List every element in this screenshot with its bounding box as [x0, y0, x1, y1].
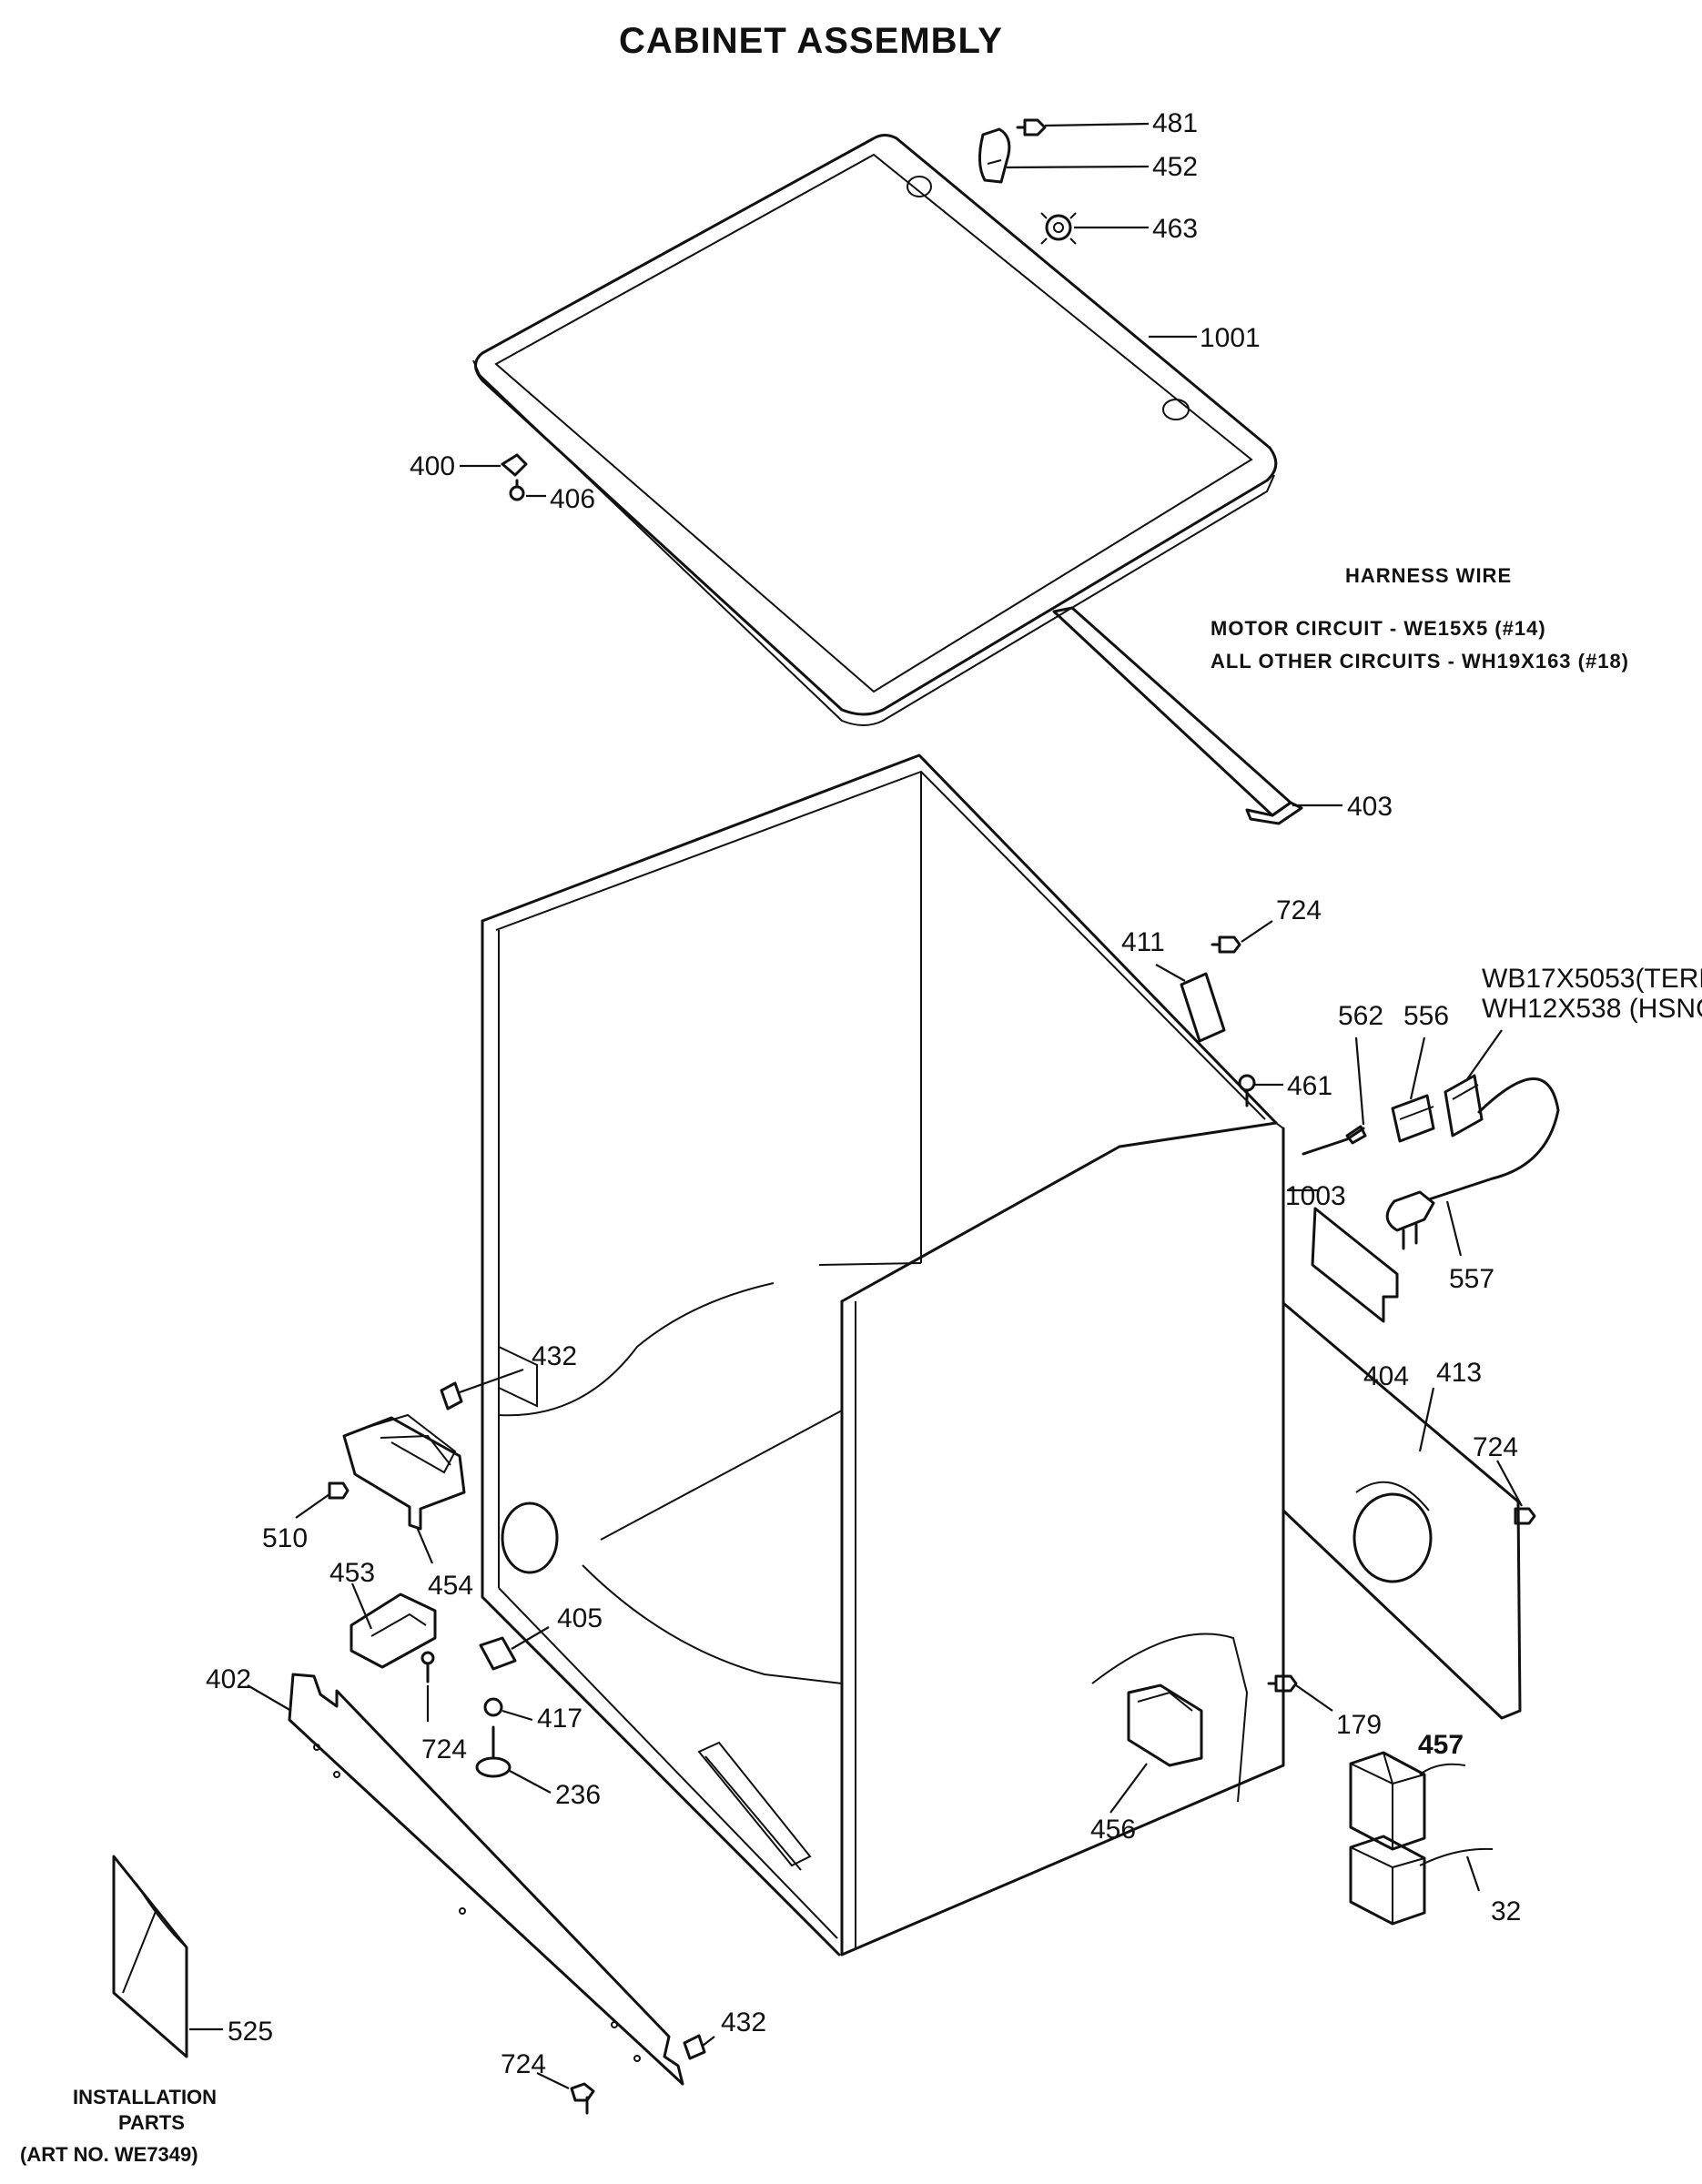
callout-556: 556 — [1403, 1001, 1449, 1031]
top-lid — [472, 134, 1278, 726]
callout-411: 411 — [1121, 927, 1165, 957]
callout-236: 236 — [555, 1780, 601, 1810]
callout-525: 525 — [228, 2017, 273, 2047]
part-510-screw — [328, 1481, 350, 1500]
part-557-power-cord — [1385, 1077, 1560, 1250]
callout-461: 461 — [1287, 1071, 1332, 1101]
leader-lines — [189, 122, 1523, 2089]
callout-32: 32 — [1491, 1896, 1521, 1926]
part-481-screw — [1016, 118, 1047, 136]
callout-457: 457 — [1418, 1730, 1464, 1760]
callout-432-left: 432 — [532, 1341, 577, 1371]
part-411-plate — [1180, 972, 1226, 1043]
callout-510: 510 — [262, 1523, 308, 1553]
callout-405: 405 — [557, 1603, 603, 1633]
installation-art-number: (ART NO. WE7349) — [20, 2143, 198, 2166]
callout-403: 403 — [1347, 792, 1393, 822]
part-terminal-housing — [1444, 1074, 1484, 1138]
diagram-title: CABINET ASSEMBLY — [619, 21, 1003, 61]
part-417-nut — [483, 1697, 503, 1717]
part-463-nut — [1040, 212, 1077, 245]
callout-724-left: 724 — [421, 1734, 467, 1764]
part-461-screw — [1238, 1074, 1256, 1107]
part-453-hinge — [350, 1592, 437, 1669]
callout-400: 400 — [410, 451, 455, 481]
part-456-bracket — [1091, 1633, 1249, 1803]
installation-parts-label: PARTS — [118, 2111, 185, 2134]
part-562-connector — [1302, 1125, 1367, 1156]
callout-463: 463 — [1152, 214, 1198, 244]
callout-724-bottom: 724 — [501, 2049, 546, 2079]
callout-562: 562 — [1338, 1001, 1383, 1031]
part-724-screw-left — [420, 1651, 435, 1684]
harness-wire-heading: HARNESS WIRE — [1345, 564, 1512, 587]
part-432-clip-bottom — [683, 2034, 706, 2060]
part-724-screw-bottom — [570, 2082, 595, 2115]
callout-453: 453 — [329, 1558, 375, 1588]
callout-724-right: 724 — [1473, 1432, 1518, 1462]
part-400-clip — [501, 453, 528, 477]
callout-1003: 1003 — [1285, 1181, 1346, 1211]
callout-179: 179 — [1336, 1710, 1382, 1740]
part-413-back-panel — [1282, 1301, 1522, 1720]
harness-motor-circuit: MOTOR CIRCUIT - WE15X5 (#14) — [1211, 617, 1546, 640]
installation-label: INSTALLATION — [73, 2086, 217, 2108]
callout-557: 557 — [1449, 1264, 1494, 1294]
part-404-plate — [1311, 1207, 1399, 1323]
part-236-leg — [475, 1725, 512, 1778]
callout-406: 406 — [550, 484, 595, 514]
callout-413: 413 — [1436, 1358, 1482, 1388]
part-452-bracket — [978, 127, 1011, 184]
terminal-part-number: WB17X5053(TERM) — [1482, 964, 1702, 994]
part-457-block — [1349, 1751, 1466, 1851]
part-403-harness-strip — [1052, 606, 1303, 825]
callout-404: 404 — [1363, 1361, 1409, 1391]
callout-417: 417 — [537, 1704, 583, 1734]
harness-other-circuits: ALL OTHER CIRCUITS - WH19X163 (#18) — [1211, 650, 1629, 672]
callout-454: 454 — [428, 1571, 473, 1601]
part-525-envelope — [112, 1855, 188, 2058]
part-432-clip-left — [440, 1381, 463, 1410]
callout-1001: 1001 — [1200, 323, 1261, 353]
part-724-screw-right — [1514, 1507, 1536, 1525]
housing-part-number: WH12X538 (HSNG) — [1482, 994, 1702, 1024]
callout-724-top: 724 — [1276, 895, 1322, 925]
callout-432-bottom: 432 — [721, 2007, 766, 2037]
part-724-screw-top — [1211, 935, 1241, 954]
part-32-block — [1349, 1835, 1494, 1926]
part-179-screw — [1267, 1674, 1298, 1693]
callout-402: 402 — [206, 1664, 251, 1694]
part-405-bracket — [479, 1636, 517, 1671]
part-556-terminal-block — [1391, 1094, 1435, 1143]
part-406-screw — [509, 479, 525, 501]
part-402-toe-panel — [288, 1673, 684, 2086]
callout-452: 452 — [1152, 152, 1198, 182]
part-454-hinge — [342, 1413, 466, 1531]
callout-481: 481 — [1152, 108, 1198, 138]
callout-456: 456 — [1090, 1815, 1136, 1845]
cabinet-body — [481, 753, 1285, 1956]
